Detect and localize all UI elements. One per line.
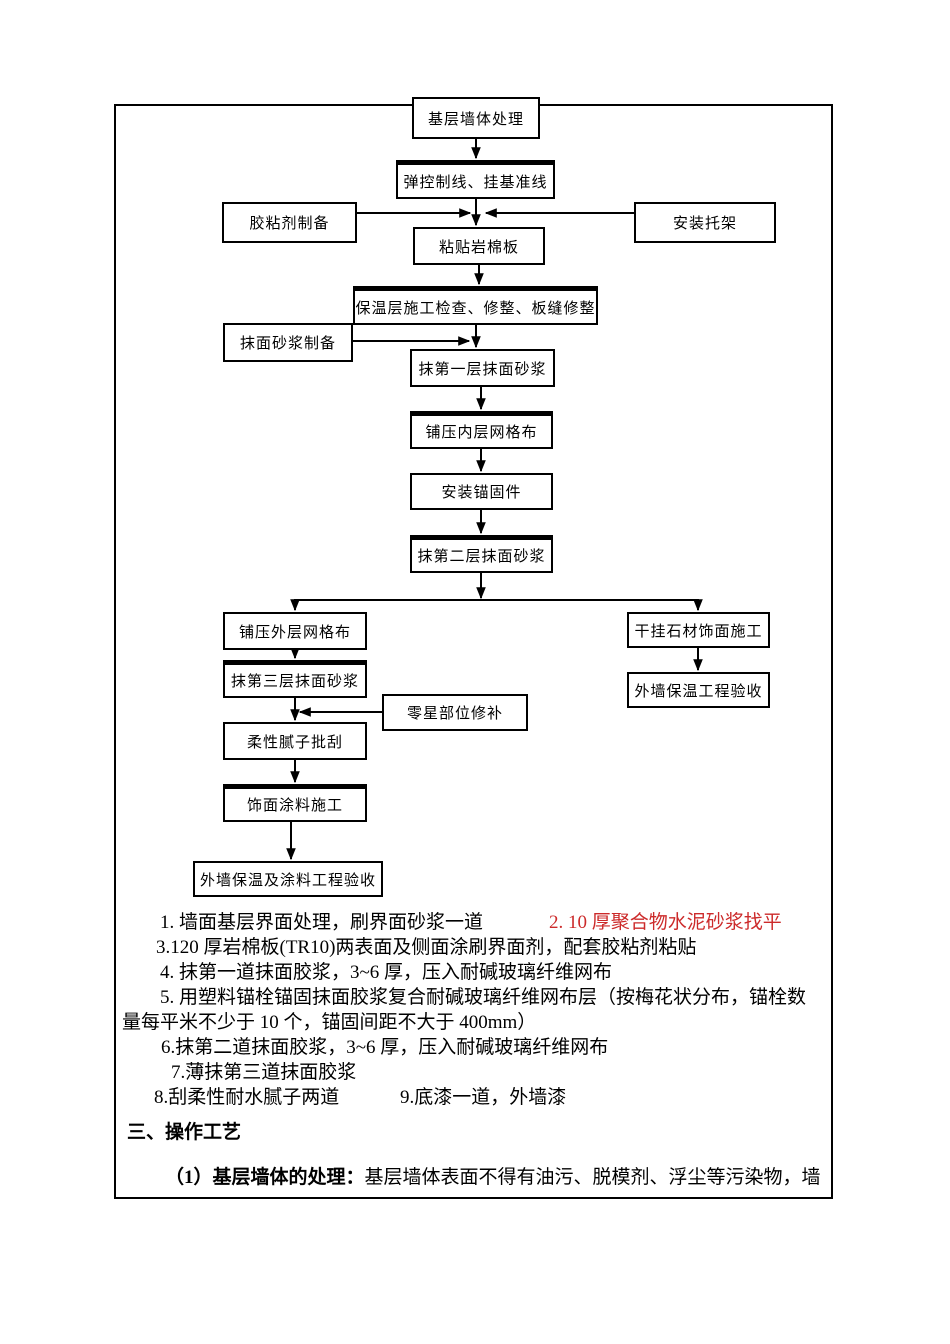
flow-node-insulation-coating-acceptance: 外墙保温及涂料工程验收	[193, 861, 383, 897]
flow-node-control-lines: 弹控制线、挂基准线	[396, 160, 555, 199]
flow-node-bracket-installation: 安装托架	[634, 202, 776, 243]
section-paragraph: （1）基层墙体的处理：基层墙体表面不得有油污、脱模剂、浮尘等污染物，墙	[165, 1165, 821, 1191]
note-line-6: 6.抹第二道抹面胶浆，3~6 厚，压入耐碱玻璃纤维网布	[161, 1037, 609, 1058]
flow-node-outer-mesh-laying: 铺压外层网格布	[223, 612, 367, 650]
paragraph-body-text: 基层墙体表面不得有油污、脱模剂、浮尘等污染物，墙	[364, 1167, 821, 1188]
flow-node-rockwool-board-pasting: 粘贴岩棉板	[413, 227, 545, 265]
note-line-7: 7.薄抹第三道抹面胶浆	[171, 1062, 357, 1083]
note-line-5: 5. 用塑料锚栓锚固抹面胶浆复合耐碱玻璃纤维网布层（按梅花状分布，锚栓数	[160, 987, 807, 1008]
note-line-8: 8.刮柔性耐水腻子两道	[154, 1087, 340, 1108]
paragraph-lead-bold: （1）基层墙体的处理：	[165, 1167, 365, 1188]
flow-node-anchor-installation: 安装锚固件	[410, 473, 553, 510]
note-line-9: 9.底漆一道，外墙漆	[400, 1087, 567, 1108]
note-line-1: 1. 墙面基层界面处理，刷界面砂浆一道	[160, 912, 484, 933]
flow-node-third-mortar-coat: 抹第三层抹面砂浆	[223, 660, 367, 698]
flow-node-second-mortar-coat: 抹第二层抹面砂浆	[410, 535, 553, 573]
flow-node-base-wall-treatment: 基层墙体处理	[412, 97, 540, 139]
note-line-3: 3.120 厚岩棉板(TR10)两表面及侧面涂刷界面剂，配套胶粘剂粘贴	[156, 937, 697, 958]
section-heading: 三、操作工艺	[127, 1122, 242, 1143]
note-line-4: 4. 抹第一道抹面胶浆，3~6 厚，压入耐碱玻璃纤维网布	[160, 962, 613, 983]
flow-node-first-mortar-coat: 抹第一层抹面砂浆	[410, 349, 555, 387]
flow-node-flexible-putty: 柔性腻子批刮	[223, 722, 367, 760]
flow-node-adhesive-preparation: 胶粘剂制备	[222, 202, 357, 243]
flow-node-stone-veneer-construction: 干挂石材饰面施工	[627, 612, 770, 648]
flow-node-mortar-preparation: 抹面砂浆制备	[223, 323, 353, 362]
flow-node-finish-coating: 饰面涂料施工	[223, 784, 367, 822]
note-line-2-red: 2. 10 厚聚合物水泥砂浆找平	[549, 912, 782, 933]
flow-node-insulation-acceptance: 外墙保温工程验收	[627, 672, 770, 708]
flow-node-spot-repair: 零星部位修补	[382, 694, 528, 731]
note-line-5-wrap: 量每平米不少于 10 个，锚固间距不大于 400mm）	[122, 1012, 537, 1033]
flow-node-inner-mesh-laying: 铺压内层网格布	[410, 411, 553, 449]
flow-node-insulation-inspection: 保温层施工检查、修整、板缝修整	[353, 286, 598, 325]
